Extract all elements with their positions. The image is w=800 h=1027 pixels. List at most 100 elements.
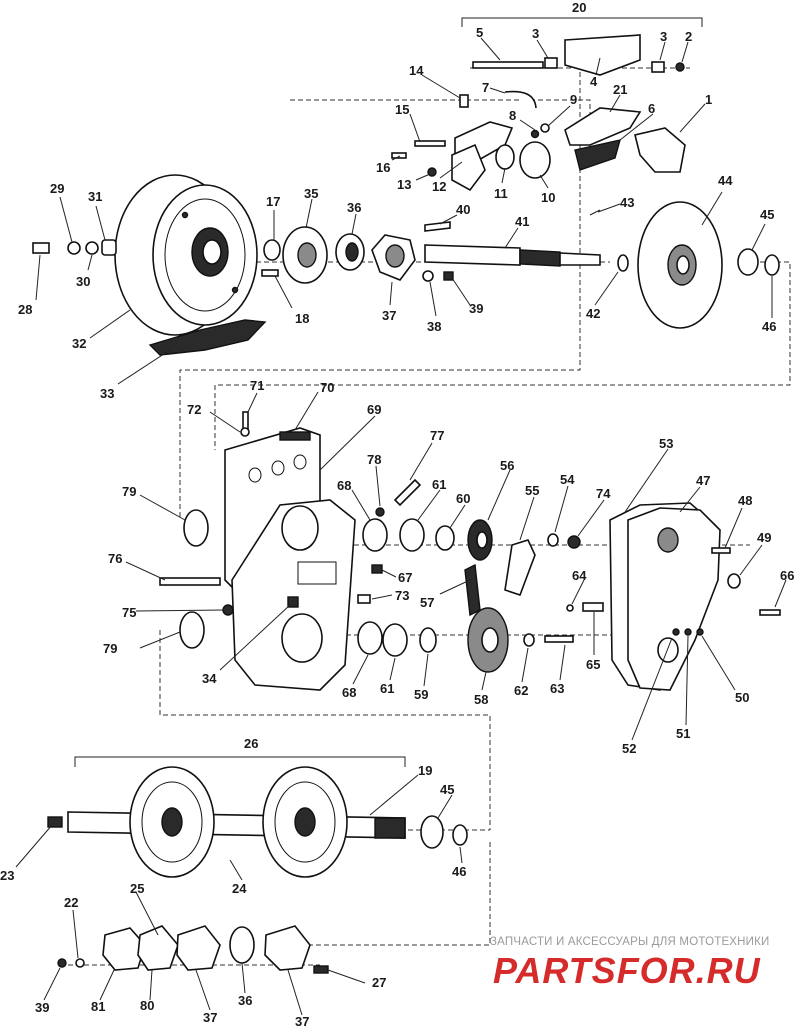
callout-8: 8 [509,108,516,123]
brake-pad-12 [451,143,486,192]
callout-33: 33 [100,386,114,401]
spacer-31 [101,239,117,256]
callout-37: 37 [382,308,396,323]
callout-16: 16 [376,160,390,175]
callout-11: 11 [494,186,508,201]
callout-63: 63 [550,681,564,696]
callout-46: 46 [762,319,776,334]
callout-56: 56 [500,458,514,473]
callout-61: 61 [380,681,394,696]
callout-46: 46 [452,864,466,879]
callout-19: 19 [418,763,432,778]
tensioner-55 [504,539,536,597]
callout-51: 51 [676,726,690,741]
callout-37: 37 [295,1014,309,1027]
circlip-42 [617,254,629,272]
watermark: ЗАПЧАСТИ И АКСЕССУАРЫ ДЛЯ МОТОТЕХНИКИ PA… [490,936,769,991]
callout-22: 22 [64,895,78,910]
callout-80: 80 [140,998,154,1013]
callout-69: 69 [367,402,381,417]
callout-52: 52 [622,741,636,756]
callout-72: 72 [187,402,201,417]
bolt-76 [159,577,221,586]
jackshaft [424,244,601,267]
bolt-66 [759,609,781,616]
nut-39b [57,958,67,968]
callout-35: 35 [304,186,318,201]
nut-75 [222,604,234,616]
callout-53: 53 [659,436,673,451]
callout-49: 49 [757,530,771,545]
chain-57 [464,563,481,617]
hub-35 [282,226,328,284]
washer-72 [240,427,250,437]
callout-44: 44 [718,173,733,188]
nut-74 [567,535,581,549]
callout-67: 67 [398,570,412,585]
bolt-18 [261,269,279,277]
callout-47: 47 [696,473,710,488]
part-23 [47,816,63,828]
brake-disc [637,201,723,329]
callout-17: 17 [266,194,280,209]
plug-67 [371,564,383,574]
callout-14: 14 [409,63,424,78]
callout-37: 37 [203,1010,217,1025]
washer-30 [85,241,99,255]
callout-70: 70 [320,380,334,395]
seal-61b [382,623,408,657]
callout-42: 42 [586,306,600,321]
washer-17 [263,239,281,261]
flange-81 [102,927,146,971]
callout-21: 21 [613,82,627,97]
part-52 [672,628,680,636]
nut-39 [443,271,454,281]
part-64 [566,604,574,612]
callout-61: 61 [432,477,446,492]
callout-68: 68 [342,685,356,700]
callout-5: 5 [476,25,483,40]
callout-50: 50 [735,690,749,705]
callout-4: 4 [590,74,598,89]
callout-18: 18 [295,311,309,326]
callout-13: 13 [397,177,411,192]
nut-3a [544,57,558,69]
watermark-brand: PARTSFOR.RU [493,950,761,991]
key-40 [424,221,451,232]
callout-65: 65 [586,657,600,672]
callout-43: 43 [620,195,634,210]
bearing-79a [183,509,209,547]
bolt-27 [313,965,329,974]
callout-60: 60 [456,491,470,506]
callout-77: 77 [430,428,444,443]
callout-36: 36 [347,200,361,215]
part-34 [287,596,299,608]
oring-46 [764,254,780,276]
pad-6 [574,139,621,171]
chaincase-body [231,499,356,691]
pin-73 [357,594,371,604]
callout-48: 48 [738,493,752,508]
callout-54: 54 [560,472,575,487]
callout-74: 74 [596,486,611,501]
piston-10 [519,141,551,179]
part-50 [696,628,704,636]
part-51 [684,628,692,636]
bearing-68b [357,621,383,655]
callout-81: 81 [91,999,105,1014]
callout-66: 66 [780,568,794,583]
callout-78: 78 [367,452,381,467]
callout-12: 12 [432,179,446,194]
callout-32: 32 [72,336,86,351]
lever-1 [634,127,686,173]
callout-10: 10 [541,190,555,205]
washer-54 [547,533,559,547]
drive-belt-segment [148,319,267,356]
callout-27: 27 [372,975,386,990]
callout-55: 55 [525,483,539,498]
callout-64: 64 [572,568,587,583]
nut-2 [675,62,685,72]
callout-15: 15 [395,102,409,117]
